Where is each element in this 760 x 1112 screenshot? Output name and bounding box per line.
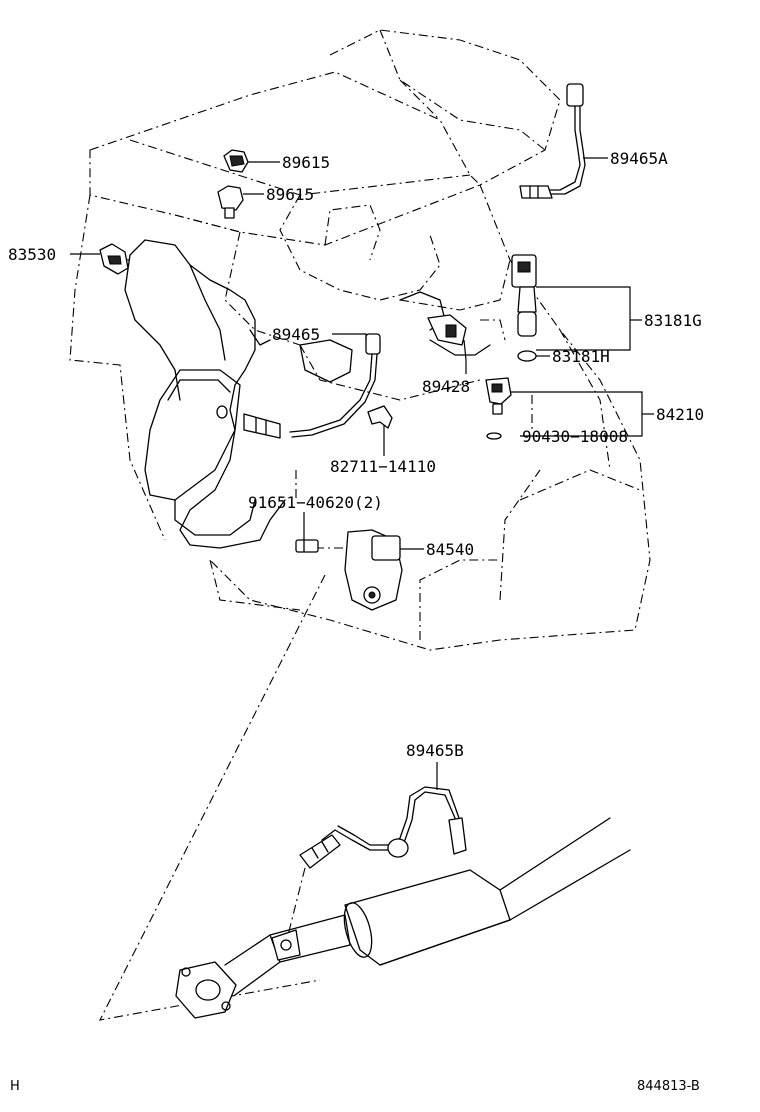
neutral-start-switch — [344, 529, 403, 611]
footer-left-mark: H — [10, 1079, 20, 1094]
knock-sensor-upper — [223, 149, 249, 173]
gasket — [486, 432, 502, 440]
label-89615-upper: 89615 — [282, 153, 330, 172]
label-89465: 89465 — [272, 325, 320, 344]
label-83181g: 83181G — [644, 311, 702, 330]
figure-id: 844813-B — [637, 1079, 700, 1094]
label-91651: 91651−40620(2) — [248, 493, 383, 512]
label-89465b: 89465B — [406, 741, 464, 760]
leader-lines — [70, 157, 654, 790]
label-83181h: 83181H — [552, 347, 610, 366]
o-ring — [517, 350, 537, 362]
oxygen-sensor-b — [287, 786, 467, 936]
temperature-sensor — [427, 314, 467, 346]
label-89428: 89428 — [422, 377, 470, 396]
backup-light-switch — [485, 377, 512, 415]
wire-clamp — [367, 405, 393, 429]
label-84540: 84540 — [426, 540, 474, 559]
label-89465a: 89465A — [610, 149, 668, 168]
oil-pressure-switch — [99, 243, 129, 275]
knock-sensor-lower — [217, 185, 244, 219]
exhaust-pipe-section — [99, 574, 631, 1021]
oxygen-sensor-a — [519, 83, 586, 199]
label-83530: 83530 — [8, 245, 56, 264]
part-labels: 89615 89615 89465A 83530 83181G 89465 83… — [8, 149, 704, 760]
speed-sensor — [511, 254, 537, 337]
bolt — [295, 539, 319, 553]
label-82711: 82711−14110 — [330, 457, 436, 476]
label-89615-lower: 89615 — [266, 185, 314, 204]
oxygen-sensor — [243, 333, 381, 439]
label-84210: 84210 — [656, 405, 704, 424]
label-90430: 90430−18008 — [522, 427, 628, 446]
